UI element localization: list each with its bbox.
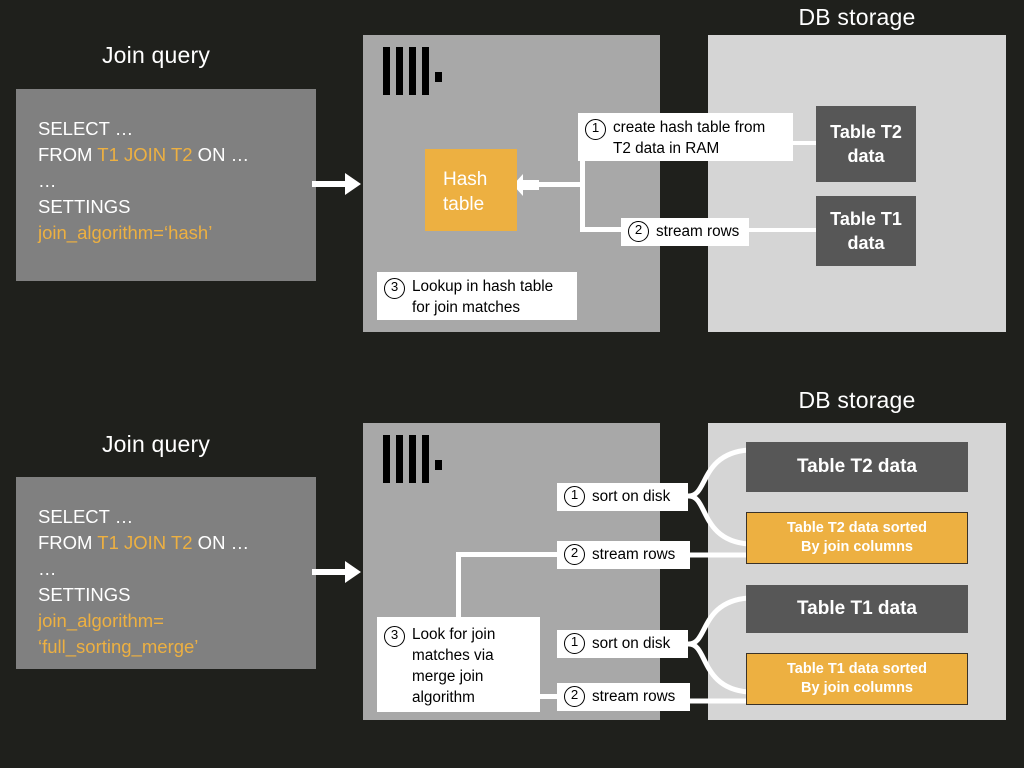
storage-tile-bottom-t2-sorted-line1: Table T2 data sorted: [787, 520, 927, 536]
callout-bottom-step1b-text: sort on disk: [592, 635, 671, 652]
storage-tile-bottom-t1-sorted-line1: Table T1 data sorted: [787, 661, 927, 677]
hash-table-line2: table: [443, 194, 485, 215]
storage-tile-top-t1-line1: Table T1: [830, 209, 902, 229]
wire-bottom-step2b-horizontal: [535, 694, 565, 699]
callout-top-step2-line1: stream rows: [656, 223, 740, 240]
query-line-ellipsis: …: [38, 170, 57, 191]
query-line-from: FROM T1 JOIN T2 ON …: [38, 530, 294, 556]
step-number-badge: 1: [564, 486, 585, 507]
storage-tile-bottom-t2-data-label: Table T2 data: [796, 456, 917, 477]
callout-bottom-stream-rows-2: 2 stream rows: [557, 683, 690, 711]
storage-tile-top-t1-line2: data: [847, 233, 885, 253]
wire-top-step2-horizontal: [580, 227, 625, 232]
step-number-badge: 2: [564, 544, 585, 565]
callout-bottom-step3-line3: merge join: [412, 668, 484, 685]
callout-top-step3-line2: for join matches: [412, 299, 520, 316]
storage-tile-top-t2-line1: Table T2: [830, 122, 902, 142]
query-line-join-algorithm: join_algorithm=‘hash’: [38, 222, 213, 243]
flow-arrow-top: [312, 170, 362, 198]
step-number-badge: 1: [564, 633, 585, 654]
join-query-heading-bottom: Join query: [101, 431, 211, 457]
join-query-box-bottom: SELECT … FROM T1 JOIN T2 ON … … SETTINGS…: [16, 477, 316, 669]
callout-bottom-step2b-text: stream rows: [592, 688, 676, 705]
clickhouse-logo-top: [383, 47, 449, 95]
wire-top-step2-vertical: [580, 182, 585, 232]
storage-tile-bottom-t1-sorted-line2: By join columns: [801, 680, 913, 696]
callout-top-step-1: 1 create hash table from T2 data in RAM: [578, 113, 793, 161]
callout-top-step1-line1: create hash table from: [613, 119, 766, 136]
storage-tile-bottom-t2-data: Table T2 data: [746, 442, 968, 492]
callout-top-step-3: 3 Lookup in hash table for join matches: [377, 272, 577, 320]
callout-bottom-step1a-text: sort on disk: [592, 488, 671, 505]
db-storage-heading-top: DB storage: [798, 4, 916, 30]
hash-table-tile: Hash table: [425, 149, 517, 231]
query-line-join-algorithm: join_algorithm=: [38, 610, 164, 631]
storage-tile-bottom-t1-data-label: Table T1 data: [796, 598, 917, 619]
callout-bottom-stream-rows-1: 2 stream rows: [557, 541, 690, 569]
query-line-select: SELECT …: [38, 506, 134, 527]
query-from-tables: T1 JOIN T2: [97, 532, 193, 553]
callout-bottom-step-3: 3 Look for join matches via merge join a…: [377, 617, 540, 712]
flow-arrow-bottom: [312, 558, 362, 586]
join-query-box-top: SELECT … FROM T1 JOIN T2 ON … … SETTINGS…: [16, 89, 316, 281]
query-from-suffix: ON …: [192, 532, 250, 553]
storage-tile-top-t2: Table T2 data: [816, 106, 916, 182]
storage-tile-bottom-t1-sorted: Table T1 data sorted By join columns: [746, 653, 968, 705]
storage-tile-top-t2-line2: data: [847, 146, 885, 166]
query-from-prefix: FROM: [38, 144, 98, 165]
storage-tile-bottom-t1-data: Table T1 data: [746, 585, 968, 633]
query-from-tables: T1 JOIN T2: [97, 144, 193, 165]
query-line-from: FROM T1 JOIN T2 ON …: [38, 142, 294, 168]
callout-top-step-2: 2 stream rows: [621, 218, 749, 246]
wire-bottom-step2a-vertical: [456, 552, 461, 617]
query-from-suffix: ON …: [192, 144, 250, 165]
wire-top-step1-horizontal: [533, 182, 585, 187]
storage-tile-bottom-t2-sorted: Table T2 data sorted By join columns: [746, 512, 968, 564]
hash-table-line1: Hash: [443, 169, 488, 190]
query-from-prefix: FROM: [38, 532, 98, 553]
callout-bottom-step3-line4: algorithm: [412, 689, 475, 706]
db-storage-panel-top: [708, 35, 1006, 332]
query-line-settings: SETTINGS: [38, 584, 131, 605]
storage-tile-top-t1: Table T1 data: [816, 196, 916, 266]
callout-bottom-step3-line1: Look for join: [412, 626, 496, 643]
wire-bottom-step2a-horizontal: [456, 552, 558, 557]
step-number-badge: 2: [628, 221, 649, 242]
wire-top-t1-to-step2: [748, 228, 818, 232]
callout-top-step3-line1: Lookup in hash table: [412, 278, 554, 295]
callout-bottom-step3-line2: matches via: [412, 647, 494, 664]
callout-bottom-step2a-text: stream rows: [592, 546, 676, 563]
callout-top-step1-line2: T2 data in RAM: [613, 140, 720, 157]
step-number-badge: 3: [384, 626, 405, 647]
wire-top-t2-to-step1: [789, 141, 819, 145]
wire-top-hash-arrowhead: [513, 174, 539, 196]
step-number-badge: 2: [564, 686, 585, 707]
query-line-settings: SETTINGS: [38, 196, 131, 217]
join-query-heading-top: Join query: [101, 42, 211, 68]
step-number-badge: 3: [384, 278, 405, 299]
db-storage-heading-bottom: DB storage: [798, 387, 916, 413]
callout-bottom-sort-on-disk-1: 1 sort on disk: [557, 483, 688, 511]
clickhouse-logo-bottom: [383, 435, 449, 483]
callout-bottom-sort-on-disk-2: 1 sort on disk: [557, 630, 688, 658]
storage-tile-bottom-t2-sorted-line2: By join columns: [801, 539, 913, 555]
query-line-ellipsis: …: [38, 558, 57, 579]
query-line-select: SELECT …: [38, 118, 134, 139]
query-line-join-algorithm-value: ‘full_sorting_merge’: [38, 636, 199, 657]
step-number-badge: 1: [585, 119, 606, 140]
